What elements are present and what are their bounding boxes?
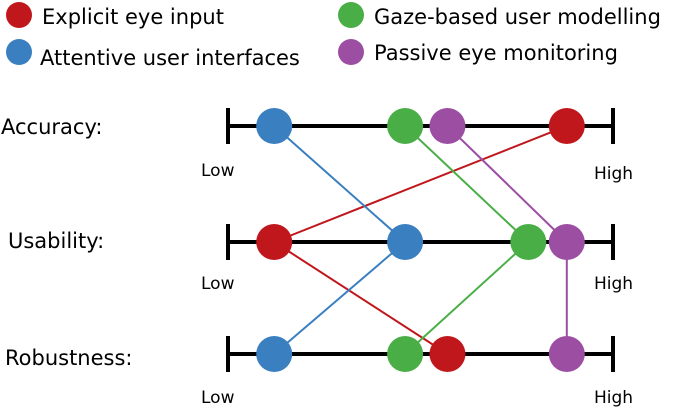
low-label-robustness: Low <box>201 388 235 408</box>
legend-item-gaze: Gaze-based user modelling <box>338 2 661 29</box>
legend-marker-attentive <box>6 39 32 65</box>
low-label-usability: Low <box>201 274 235 294</box>
dimension-row-accuracy: Accuracy: Low High <box>1 108 633 184</box>
connector-gaze-usability-robustness <box>404 241 529 355</box>
legend: Explicit eye input Attentive user interf… <box>6 2 661 70</box>
marker-attentive-usability <box>387 224 424 260</box>
legend-marker-gaze <box>338 2 364 28</box>
dimension-label-accuracy: Accuracy: <box>1 115 102 139</box>
connector-explicit-usability-robustness <box>273 241 448 355</box>
connector-passive-accuracy-usability <box>446 125 568 243</box>
legend-marker-explicit <box>6 2 32 28</box>
legend-marker-passive <box>338 39 364 65</box>
marker-explicit-accuracy <box>548 108 585 144</box>
legend-label-explicit: Explicit eye input <box>42 5 224 29</box>
legend-label-passive: Passive eye monitoring <box>374 41 618 65</box>
legend-label-gaze: Gaze-based user modelling <box>374 5 661 29</box>
legend-item-passive: Passive eye monitoring <box>338 39 618 65</box>
marker-passive-usability <box>548 224 585 260</box>
connector-gaze-accuracy-usability <box>404 125 529 243</box>
rating-markers <box>256 108 585 372</box>
dimension-label-usability: Usability: <box>8 229 104 253</box>
marker-passive-robustness <box>548 336 585 372</box>
legend-item-attentive: Attentive user interfaces <box>6 39 300 70</box>
legend-label-attentive: Attentive user interfaces <box>40 46 300 70</box>
connector-attentive-accuracy-usability <box>273 125 406 243</box>
connector-lines <box>273 125 568 355</box>
connector-explicit-accuracy-usability <box>273 125 568 243</box>
marker-attentive-robustness <box>256 336 293 372</box>
high-label-robustness: High <box>594 388 633 408</box>
marker-gaze-accuracy <box>387 108 424 144</box>
marker-gaze-usability <box>510 224 547 260</box>
marker-attentive-accuracy <box>256 108 293 144</box>
high-label-usability: High <box>594 274 633 294</box>
dimension-label-robustness: Robustness: <box>5 346 133 370</box>
marker-explicit-usability <box>256 224 293 260</box>
low-label-accuracy: Low <box>201 161 235 181</box>
connector-attentive-usability-robustness <box>273 241 406 355</box>
legend-item-explicit: Explicit eye input <box>6 2 224 29</box>
marker-passive-accuracy <box>429 108 466 144</box>
marker-gaze-robustness <box>387 336 424 372</box>
high-label-accuracy: High <box>594 164 633 184</box>
dimension-row-robustness: Robustness: Low High <box>5 336 633 408</box>
marker-explicit-robustness <box>429 336 466 372</box>
